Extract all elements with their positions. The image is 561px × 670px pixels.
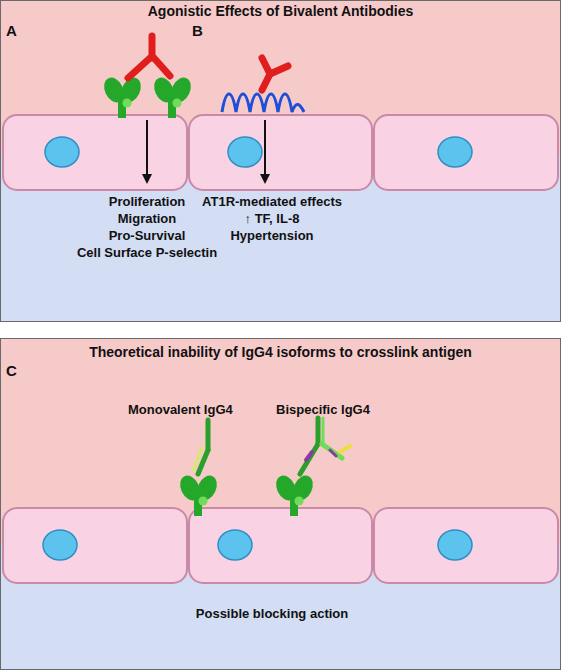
panel-letter: A: [6, 22, 17, 39]
panel-band: Agonistic Effects of Bivalent Antibodies: [0, 0, 561, 322]
effect-label: Pro-Survival: [109, 228, 186, 243]
monovalent-igg4: [193, 420, 208, 474]
cell-row: [3, 115, 558, 190]
effect-label: Bispecific IgG4: [276, 402, 370, 417]
effect-label: Monovalent IgG4: [128, 402, 233, 417]
effect-label: Migration: [118, 211, 177, 226]
effect-label: Possible blocking action: [196, 606, 348, 621]
bispecific-igg4: [300, 418, 350, 474]
at1r-receptor: [222, 94, 304, 112]
signal-arrow: [146, 120, 148, 182]
receptor: [272, 472, 316, 516]
effect-label: ↑ TF, IL-8: [245, 211, 300, 226]
panel-heading: Agonistic Effects of Bivalent Antibodies: [1, 3, 560, 19]
panel-letter: B: [192, 22, 203, 39]
bivalent-antibody: [262, 58, 288, 90]
panel-heading: Theoretical inability of IgG4 isoforms t…: [1, 344, 560, 360]
effect-label: Proliferation: [109, 194, 186, 209]
receptor: [100, 74, 144, 118]
signal-arrow: [264, 120, 266, 182]
bivalent-antibody: [128, 36, 170, 78]
effect-label: Hypertension: [230, 228, 313, 243]
effect-label: AT1R-mediated effects: [202, 194, 342, 209]
cell-row: [3, 508, 558, 583]
receptor: [150, 74, 194, 118]
receptor: [176, 472, 220, 516]
effect-label: Cell Surface P-selectin: [77, 245, 217, 260]
panel-letter: C: [6, 362, 17, 379]
